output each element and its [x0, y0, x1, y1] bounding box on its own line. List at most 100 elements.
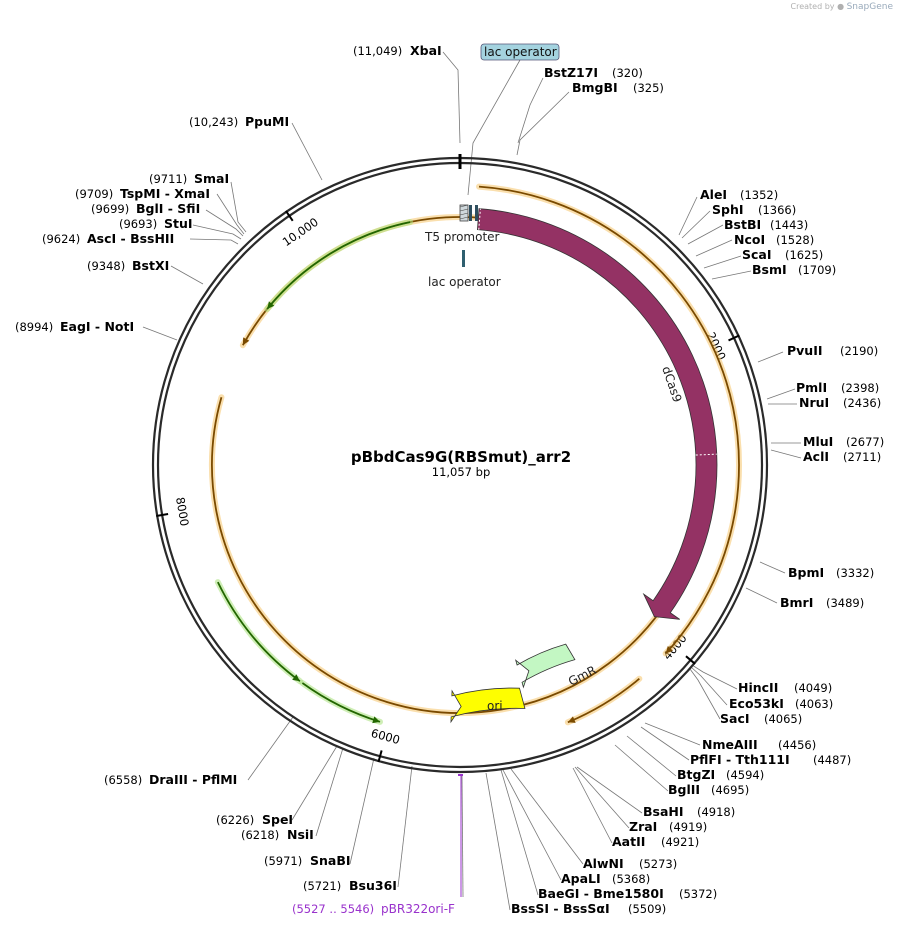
site-name-aatii: AatII — [612, 834, 645, 849]
gmr-arrow — [514, 643, 576, 689]
site-name-btgzi: BtgZI — [677, 767, 715, 782]
site-name-draiii: DraIII - PflMI — [149, 772, 237, 787]
site-name-ppumi: PpuMI — [245, 114, 289, 129]
site-pos-bstz17i: (320) — [612, 66, 643, 80]
site-name-bsahi: BsaHI — [643, 804, 684, 819]
site-pos-nrui: (2436) — [843, 396, 881, 410]
tick-label: 10,000 — [280, 215, 321, 249]
snapgene-credit: Created by ● SnapGene — [791, 2, 894, 12]
site-pos-bsahi: (4918) — [697, 805, 735, 819]
site-pos-asci: (9624) — [42, 232, 80, 246]
site-pos-bglii: (4695) — [711, 783, 749, 797]
site-name-bstz17i: BstZ17I — [544, 65, 598, 80]
site-pos-ncoi: (1528) — [776, 233, 814, 247]
site-name-nmeaiii: NmeAIII — [702, 737, 758, 752]
credit-prefix: Created by — [790, 2, 835, 11]
site-pos-acli: (2711) — [843, 450, 881, 464]
lac-operator-bar-1 — [469, 205, 472, 221]
ori-arrow — [450, 687, 526, 724]
site-name-bmri: BmrI — [780, 595, 813, 610]
features — [209, 183, 742, 726]
ori-label: ori — [487, 699, 503, 713]
site-pos-baegi: (5372) — [679, 887, 717, 901]
site-pos-bmri: (3489) — [826, 596, 864, 610]
tick-label: 6000 — [370, 726, 402, 747]
site-name-nsii: NsiI — [287, 827, 314, 842]
dcas9-junction — [695, 453, 717, 456]
site-name-sphi: SphI — [712, 202, 744, 217]
gmr-label: GmR — [566, 663, 598, 689]
site-pos-bsmi: (1709) — [798, 263, 836, 277]
plasmid-name: pBbdCas9G(RBSmut)_arr2 — [351, 448, 571, 466]
site-pos-btgzi: (4594) — [726, 768, 764, 782]
lac-operator-bar-2 — [475, 205, 478, 221]
site-pos-xbai: (11,049) — [353, 44, 402, 58]
site-pos-tspmi: (9709) — [75, 187, 113, 201]
site-pos-bgli: (9699) — [91, 202, 129, 216]
site-pos-pmli: (2398) — [841, 381, 879, 395]
site-pos-bstxi: (9348) — [87, 259, 125, 273]
site-name-acli: AclI — [803, 449, 829, 464]
primer-range: (5527 .. 5546) — [292, 902, 374, 916]
site-pos-scai: (1625) — [785, 248, 823, 262]
plasmid-size: 11,057 bp — [432, 465, 491, 479]
green-arc-left-head — [292, 674, 300, 682]
orange-arc-left-head — [242, 337, 250, 346]
dcas9-arrow — [476, 208, 718, 620]
t5-promoter-label: T5 promoter — [424, 230, 500, 244]
site-pos-alwni: (5273) — [639, 857, 677, 871]
primer-label: (5527 .. 5546) pBR322ori-F — [292, 902, 455, 916]
site-name-bglii: BglII — [668, 782, 700, 797]
site-name-stui: StuI — [164, 216, 193, 231]
outer-orange-arc — [478, 185, 740, 655]
site-name-snabi: SnaBI — [310, 853, 351, 868]
t5-hatch — [459, 212, 469, 216]
site-pos-sphi: (1366) — [758, 203, 796, 217]
site-name-asci: AscI - BssHII — [87, 231, 174, 246]
site-name-bmgbi: BmgBI — [572, 80, 618, 95]
site-leaders — [142, 51, 802, 911]
site-pos-alei: (1352) — [740, 188, 778, 202]
green-arc-left — [217, 581, 301, 682]
green-arc-bottom-head — [372, 716, 380, 724]
primer-name: pBR322ori-F — [381, 902, 455, 916]
site-pos-pflfi: (4487) — [813, 753, 851, 767]
site-name-zrai: ZraI — [629, 819, 657, 834]
dcas9-start — [478, 208, 481, 230]
orange-arc-lower-head — [567, 716, 576, 723]
site-pos-aatii: (4921) — [661, 835, 699, 849]
site-name-smai: SmaI — [194, 171, 229, 186]
site-pos-nsii: (6218) — [241, 828, 279, 842]
tick-label: 8000 — [173, 496, 192, 527]
site-name-xbai: XbaI — [410, 43, 442, 58]
site-name-bstbi: BstBI — [724, 217, 761, 232]
tick-mark — [156, 513, 169, 517]
green-arc-bottom-glow — [299, 680, 383, 725]
site-name-scai: ScaI — [742, 247, 772, 262]
site-name-ncoi: NcoI — [734, 232, 765, 247]
site-pos-bsssi: (5509) — [628, 902, 666, 916]
site-pos-zrai: (4919) — [669, 820, 707, 834]
site-pos-smai: (9711) — [149, 172, 187, 186]
site-name-baegi: BaeGI - Bme1580I — [538, 886, 664, 901]
site-pos-pvuii: (2190) — [840, 344, 878, 358]
site-pos-stui: (9693) — [119, 217, 157, 231]
lac-operator-callout: lac operator — [480, 43, 560, 61]
site-name-alwni: AlwNI — [583, 856, 624, 871]
site-name-spei: SpeI — [262, 812, 293, 827]
site-pos-hincii: (4049) — [794, 681, 832, 695]
site-name-eagi: EagI - NotI — [60, 319, 134, 334]
site-pos-ppumi: (10,243) — [189, 115, 238, 129]
credit-brand: SnapGene — [846, 2, 893, 12]
site-name-mlui: MluI — [803, 434, 833, 449]
site-name-pflfi: PflFI - Tth111I — [690, 752, 790, 767]
site-name-hincii: HincII — [738, 680, 778, 695]
site-pos-eco53ki: (4063) — [795, 697, 833, 711]
snapgene-logo-icon: ● — [837, 2, 845, 11]
site-name-eco53ki: Eco53kI — [729, 696, 784, 711]
site-name-bstxi: BstXI — [132, 258, 169, 273]
site-labels: (11,049) XbaI BstZ17I (320) BmgBI (325) … — [15, 43, 884, 916]
tick-mark — [685, 655, 696, 665]
green-arc-top — [266, 221, 411, 310]
